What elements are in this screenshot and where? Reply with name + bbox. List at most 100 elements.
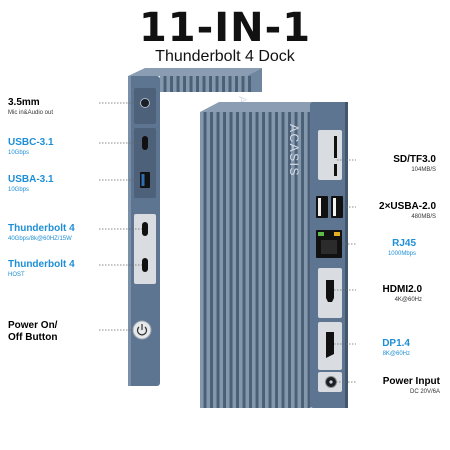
heatsink-fin-shadow [248, 76, 251, 92]
heatsink-fin [284, 112, 289, 408]
label-title: Power Input [382, 376, 440, 387]
usbc-port-icon [142, 136, 148, 150]
tf-slot-icon [334, 164, 337, 176]
heatsink-fin [291, 112, 295, 408]
heatsink-fin [200, 112, 204, 408]
heatsink-fin [199, 76, 203, 92]
heatsink-fin [226, 112, 230, 408]
dp-port-icon [326, 332, 334, 358]
heatsink-fin-shadow [176, 76, 180, 92]
heatsink-fin [239, 112, 243, 408]
thunderbolt-host-port-icon [142, 258, 148, 272]
heatsink-fin-shadow [307, 112, 311, 408]
heatsink-fin-shadow [183, 76, 186, 92]
heatsink-fin [252, 112, 256, 408]
label-sub: 10Gbps [8, 187, 30, 193]
heatsink-fin [238, 76, 242, 92]
heatsink-fin-shadow [262, 112, 265, 408]
heatsink-fin-shadow [275, 112, 278, 408]
heatsink-fin [244, 76, 249, 92]
heatsink-fin [166, 76, 171, 92]
heatsink-fin-shadow [209, 76, 212, 92]
label-title: USBA-3.1 [8, 174, 54, 185]
heatsink-fin [232, 112, 237, 408]
heatsink-fin-shadow [222, 76, 225, 92]
heatsink-fin [213, 112, 217, 408]
label-usbc: USBC-3.1 10Gbps [8, 137, 54, 157]
heatsink-fin-shadow [236, 112, 239, 408]
heatsink-fin-shadow [294, 112, 298, 408]
heatsink-fin [265, 112, 269, 408]
label-sub: 1000Mbps [387, 251, 416, 257]
heatsink-fin-shadow [215, 76, 219, 92]
back-dock: ACASIS [128, 68, 262, 386]
label-usb2: 2×USBA-2.0 480MB/S [379, 201, 436, 221]
heatsink-fin-shadow [189, 76, 193, 92]
label-title: HDMI2.0 [382, 284, 422, 295]
heatsink-fin-shadow [170, 76, 173, 92]
label-power-button: Power On/ Off Button [8, 320, 57, 344]
heatsink-fin [225, 76, 229, 92]
heatsink-fin [245, 112, 250, 408]
label-sub: 8K@60Hz [382, 351, 410, 357]
heatsink-fin-shadow [223, 112, 226, 408]
heatsink-fin-shadow [255, 112, 259, 408]
heatsink-fin [218, 76, 223, 92]
label-sub: 40Gbps/8k@60HZ/15W [8, 236, 72, 242]
heatsink-fin [278, 112, 282, 408]
heatsink-fin-shadow [242, 112, 246, 408]
heatsink-fin [160, 76, 164, 92]
heatsink-fin [212, 76, 216, 92]
label-hdmi: HDMI2.0 4K@60Hz [383, 284, 422, 304]
leader-lines [99, 102, 356, 383]
thunderbolt-port-icon [142, 222, 148, 236]
label-title: DP1.4 [382, 338, 410, 349]
heatsink-fin-shadow [163, 76, 167, 92]
label-sub: DC 20V/6A [409, 389, 440, 395]
usb2-port-1-icon [316, 196, 328, 218]
label-title-line2: Off Button [8, 332, 58, 343]
heatsink-fin [231, 76, 236, 92]
heatsink-fin-shadow [228, 76, 232, 92]
heatsink-fin [206, 112, 211, 408]
label-title: USBC-3.1 [8, 137, 54, 148]
label-sd-tf: SD/TF3.0 104MB/S [393, 154, 436, 174]
hdmi-port-icon [326, 280, 334, 302]
label-rj45: RJ45 1000Mbps [388, 238, 416, 258]
heatsink-fin [173, 76, 177, 92]
heatsink-fin-shadow [229, 112, 233, 408]
label-usba: USBA-3.1 10Gbps [8, 174, 54, 194]
label-title: RJ45 [392, 238, 416, 249]
label-sub: 10Gbps [8, 150, 30, 156]
heatsink-fin-shadow [216, 112, 220, 408]
label-sub: 480MB/S [411, 214, 436, 220]
label-title: Thunderbolt 4 [8, 259, 75, 270]
heatsink-fin-shadow [281, 112, 285, 408]
heatsink-fin-shadow [235, 76, 238, 92]
label-thunderbolt-4: Thunderbolt 4 40Gbps/8k@60HZ/15W [8, 223, 75, 243]
label-sub: 4K@60Hz [394, 297, 422, 303]
label-sub: 104MB/S [411, 167, 436, 173]
label-title: SD/TF3.0 [393, 154, 436, 165]
audio-jack-icon [140, 98, 150, 108]
front-dock: ACASIS [200, 102, 348, 408]
heatsink-fin [304, 112, 308, 408]
heatsink-fin [179, 76, 184, 92]
label-sub: Mic in&Audio out [8, 110, 54, 116]
sd-slot-icon [334, 136, 337, 158]
heatsink-fin-shadow [268, 112, 272, 408]
usb2-port-2-icon [331, 196, 343, 218]
heatsink-fin-shadow [241, 76, 245, 92]
heatsink-fin-shadow [210, 112, 213, 408]
heatsink-fin-shadow [288, 112, 291, 408]
heatsink-fin [192, 76, 197, 92]
label-sub: HOST [8, 272, 25, 278]
heatsink-fin [297, 112, 302, 408]
heatsink-fin-shadow [301, 112, 304, 408]
heatsink-fin-shadow [202, 76, 206, 92]
heatsink-fin [271, 112, 276, 408]
heatsink-fin [219, 112, 224, 408]
label-power-input: Power Input DC 20V/6A [383, 376, 440, 396]
label-title: Thunderbolt 4 [8, 223, 75, 234]
